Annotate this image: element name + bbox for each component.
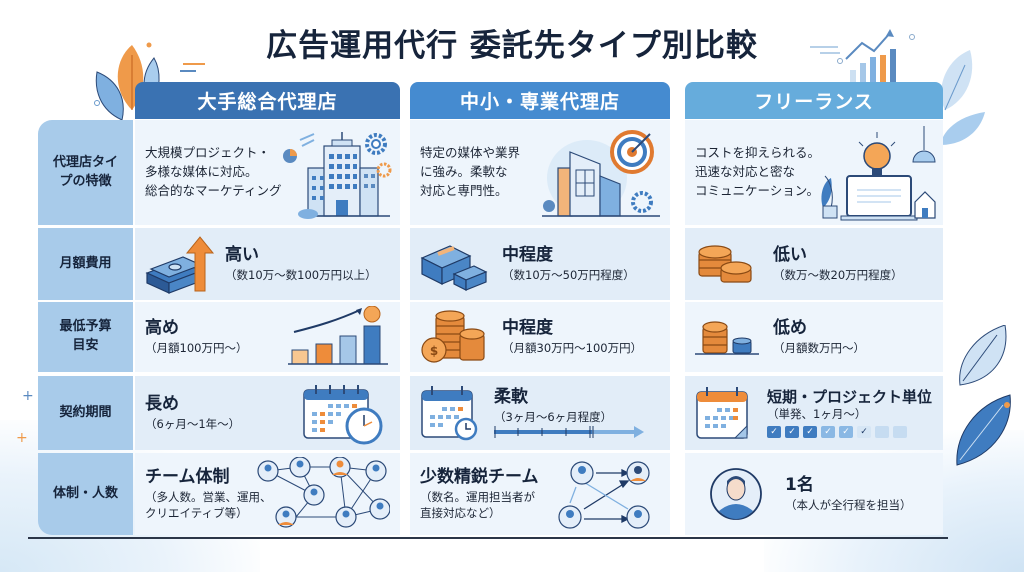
cell-freelance-min-budget: 低め （月額数万円〜） [685,302,943,372]
calendar-checklist-icon [696,387,748,439]
cell-large-agency-features: 大規模プロジェクト・多様な媒体に対応。総合的なマーケティング [135,120,400,225]
cell-large-agency-monthly-fee: 高い （数10万〜数100万円以上） [135,228,400,300]
dash-decoration [183,63,205,65]
check-empty-icon [875,426,889,439]
row-label-agency-type: 代理店タイプの特徴 [38,120,133,225]
check-done-icon: ✓ [839,426,853,439]
cell-freelance-team: 1名 （本人が全行程を担当） [685,453,943,535]
row-label-minimum-budget: 最低予算目安 [38,302,133,372]
cell-specialist-agency-team: 少数精鋭チーム （数名。運用担当者が 直接対応など） [410,453,670,535]
check-done-icon: ✓ [785,426,799,439]
monthly-fee-range: （数10万〜50万円程度） [502,267,635,282]
calendar-clock-icon [303,385,383,445]
min-budget-level: 中程度 [502,318,553,339]
cash-stacks-icon [420,245,488,291]
column-header-freelance: フリーランス [685,82,943,119]
team-network-icon [257,457,390,528]
coin-piles-icon: $ [421,310,485,363]
timeline-arrow-icon [494,425,644,438]
check-done-icon: ✓ [821,426,835,439]
cell-large-agency-contract-period: 長め （6ヶ月〜1年〜） [135,376,400,450]
column-header-large-agency: 大手総合代理店 [135,82,400,119]
feature-description: 特定の媒体や業界に強み。柔軟な対応と専門性。 [420,145,521,198]
column-header-specialist-agency: 中小・専業代理店 [410,82,670,119]
leaf-decoration-right-icon [940,50,985,145]
team-structure: 少数精鋭チーム [420,467,539,488]
monthly-fee-level: 中程度 [502,245,553,266]
monthly-fee-level: 低い [773,245,807,266]
dash-decoration [180,70,196,72]
laptop-lightbulb-icon [821,126,936,221]
check-empty-icon [893,426,907,439]
team-structure: チーム体制 [145,467,230,488]
min-budget-level: 低め [773,318,807,339]
row-label-team-size: 体制・人数 [38,453,133,535]
row-label-monthly-fee: 月額費用 [38,228,133,300]
office-building-gears-icon [283,132,392,219]
contract-period-level: 長め [145,394,179,415]
contract-period-range: （6ヶ月〜1年〜） [145,416,241,431]
leaf-decoration-side-icon [956,325,1011,466]
contract-period-range: （単発、1ヶ月〜） [767,407,867,422]
contract-period-level: 短期・プロジェクト単位 [767,387,933,406]
single-person-avatar-icon [710,468,762,520]
calendar-clock-timeline-icon [421,386,478,441]
check-done-icon: ✓ [803,426,817,439]
check-done-icon: ✓ [857,426,871,439]
sparkle-icon: + [16,430,28,446]
min-budget-level: 高め [145,318,179,339]
contract-period-level: 柔軟 [494,387,528,408]
cell-specialist-agency-monthly-fee: 中程度 （数10万〜50万円程度） [410,228,670,300]
min-budget-range: （月額30万円〜100万円） [502,340,643,355]
page-title: 広告運用代行 委託先タイプ別比較 [266,28,758,64]
cell-freelance-contract-period: 短期・プロジェクト単位 （単発、1ヶ月〜） ✓ ✓ ✓ ✓ ✓ ✓ [685,376,943,450]
cell-specialist-agency-features: 特定の媒体や業界に強み。柔軟な対応と専門性。 [410,120,670,225]
monthly-fee-range: （数10万〜数100万円以上） [225,267,377,282]
building-target-icon [542,130,660,217]
svg-text:$: $ [430,344,438,358]
cell-large-agency-min-budget: 高め （月額100万円〜） [135,302,400,372]
coin-stacks-icon [698,245,752,283]
bottom-divider [28,537,948,539]
cell-freelance-monthly-fee: 低い （数万〜数20万円程度） [685,228,943,300]
monthly-fee-level: 高い [225,245,259,266]
min-budget-range: （月額数万円〜） [773,340,865,355]
small-coin-stack-icon [695,321,759,355]
min-budget-range: （月額100万円〜） [145,340,248,355]
small-team-arrows-icon [558,461,650,529]
cell-specialist-agency-contract-period: 柔軟 （3ヶ月〜6ヶ月程度） [410,376,670,450]
contract-period-range: （3ヶ月〜6ヶ月程度） [494,409,613,424]
feature-description: コストを抑えられる。迅速な対応と密なコミュニケーション。 [695,145,821,198]
monthly-fee-range: （数万〜数20万円程度） [773,267,903,282]
row-label-contract-period: 契約期間 [38,376,133,450]
cell-freelance-features: コストを抑えられる。迅速な対応と密なコミュニケーション。 [685,120,943,225]
check-done-icon: ✓ [767,426,781,439]
checklist-progress: ✓ ✓ ✓ ✓ ✓ ✓ [767,426,932,439]
growth-chart-decoration-icon [810,29,915,90]
team-structure: 1名 [785,475,814,496]
cell-large-agency-team: チーム体制 （多人数。営業、運用、 クリエイティブ等） [135,453,400,535]
cash-stack-arrow-up-icon [145,236,215,294]
sparkle-icon: + [22,388,34,404]
cell-specialist-agency-min-budget: $ 中程度 （月額30万円〜100万円） [410,302,670,372]
growth-bar-chart-icon [288,306,388,365]
feature-description: 大規模プロジェクト・多様な媒体に対応。総合的なマーケティング [145,145,282,198]
